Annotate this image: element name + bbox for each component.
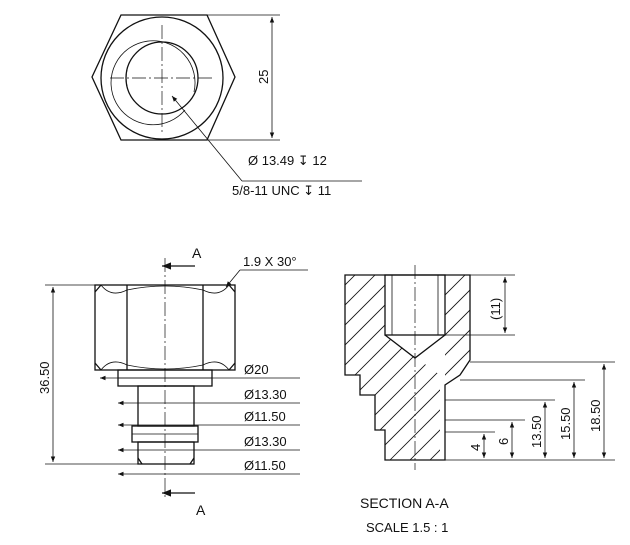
- thread-arc: [110, 40, 196, 126]
- chamfer-leader: [225, 269, 241, 288]
- top-view: Ø 13.49 ↧ 12 5/8-11 UNC ↧ 11 25: [91, 14, 362, 198]
- front-view: A A 1.9 X 30° 36.50 Ø20 Ø13.30 Ø11.50 Ø1…: [37, 245, 308, 518]
- section-letter-bottom: A: [196, 502, 206, 518]
- dim-h-1850: 18.50: [588, 399, 603, 432]
- section-scale: SCALE 1.5 : 1: [366, 520, 448, 535]
- shank-lower: [137, 441, 195, 465]
- dim-h-6: 6: [496, 438, 511, 445]
- dim-dia-1330-b: Ø13.30: [244, 434, 287, 449]
- section-view: (11) 4 6 13.50 15.50 18.50 SECTION A-A S…: [344, 265, 615, 535]
- chamfer-callout: 1.9 X 30°: [243, 254, 297, 269]
- dim-dia-1150-a: Ø11.50: [244, 409, 286, 424]
- dim-dia-20: Ø20: [244, 362, 269, 377]
- dim-across-flats: 25: [256, 70, 271, 84]
- hex-outline: [91, 14, 236, 141]
- section-letter-top: A: [192, 245, 202, 261]
- dim-dia-1150-b: Ø11.50: [244, 458, 286, 473]
- dim-dia-1330-a: Ø13.30: [244, 387, 287, 402]
- dim-h-4: 4: [468, 444, 483, 451]
- hex-chamfer-circle: [100, 16, 224, 140]
- section-outline: [344, 274, 471, 461]
- shank-tip-chamfer: [137, 457, 195, 465]
- dim-thread-depth: (11): [488, 298, 503, 320]
- hole-leader: [171, 95, 243, 182]
- dim-h-1350: 13.50: [529, 415, 544, 448]
- dim-h-1550: 15.50: [558, 407, 573, 440]
- shank-upper: [137, 385, 195, 427]
- hex-bottom-chamfer: [94, 362, 236, 371]
- hole-callout-line1: Ø 13.49 ↧ 12: [248, 153, 327, 168]
- hatch-right: [445, 275, 470, 385]
- section-title: SECTION A-A: [360, 495, 449, 511]
- hole-callout-line2: 5/8-11 UNC ↧ 11: [232, 183, 331, 198]
- dim-overall-height: 36.50: [37, 361, 52, 394]
